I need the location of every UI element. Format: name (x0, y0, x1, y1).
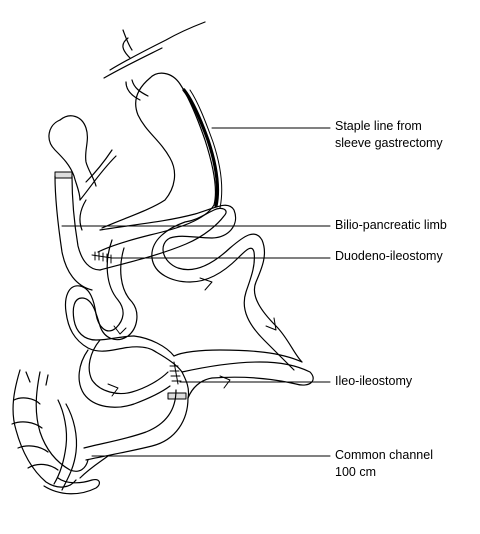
liver-edge (103, 21, 206, 79)
label-common-channel: Common channel 100 cm (335, 447, 433, 481)
label-staple-line-1: Staple line from (335, 119, 422, 133)
ileo-ileostomy-suture (167, 361, 187, 400)
sleeve-stomach (97, 72, 217, 253)
label-common-channel-2: 100 cm (335, 465, 376, 479)
colon (11, 369, 109, 495)
alimentary-loop-lower (133, 335, 314, 399)
label-bilio-pancreatic-limb: Bilio-pancreatic limb (335, 218, 447, 232)
duodeno-ileostomy-suture (91, 251, 113, 264)
flow-arrows (107, 277, 277, 397)
label-staple-line: Staple line from sleeve gastrectomy (335, 118, 443, 152)
leader-lines (61, 127, 331, 457)
label-duodeno-ileostomy: Duodeno-ileostomy (335, 249, 443, 263)
label-ileo-ileostomy: Ileo-ileostomy (335, 374, 413, 388)
gallbladder (48, 115, 117, 201)
label-common-channel-1: Common channel (335, 448, 433, 462)
common-channel (78, 339, 189, 461)
staple-line (182, 88, 223, 209)
alimentary-loop-mid (64, 239, 157, 353)
bilio-pancreatic-limb (54, 171, 101, 291)
alimentary-loop-upper (99, 204, 303, 371)
label-staple-line-2: sleeve gastrectomy (335, 136, 443, 150)
